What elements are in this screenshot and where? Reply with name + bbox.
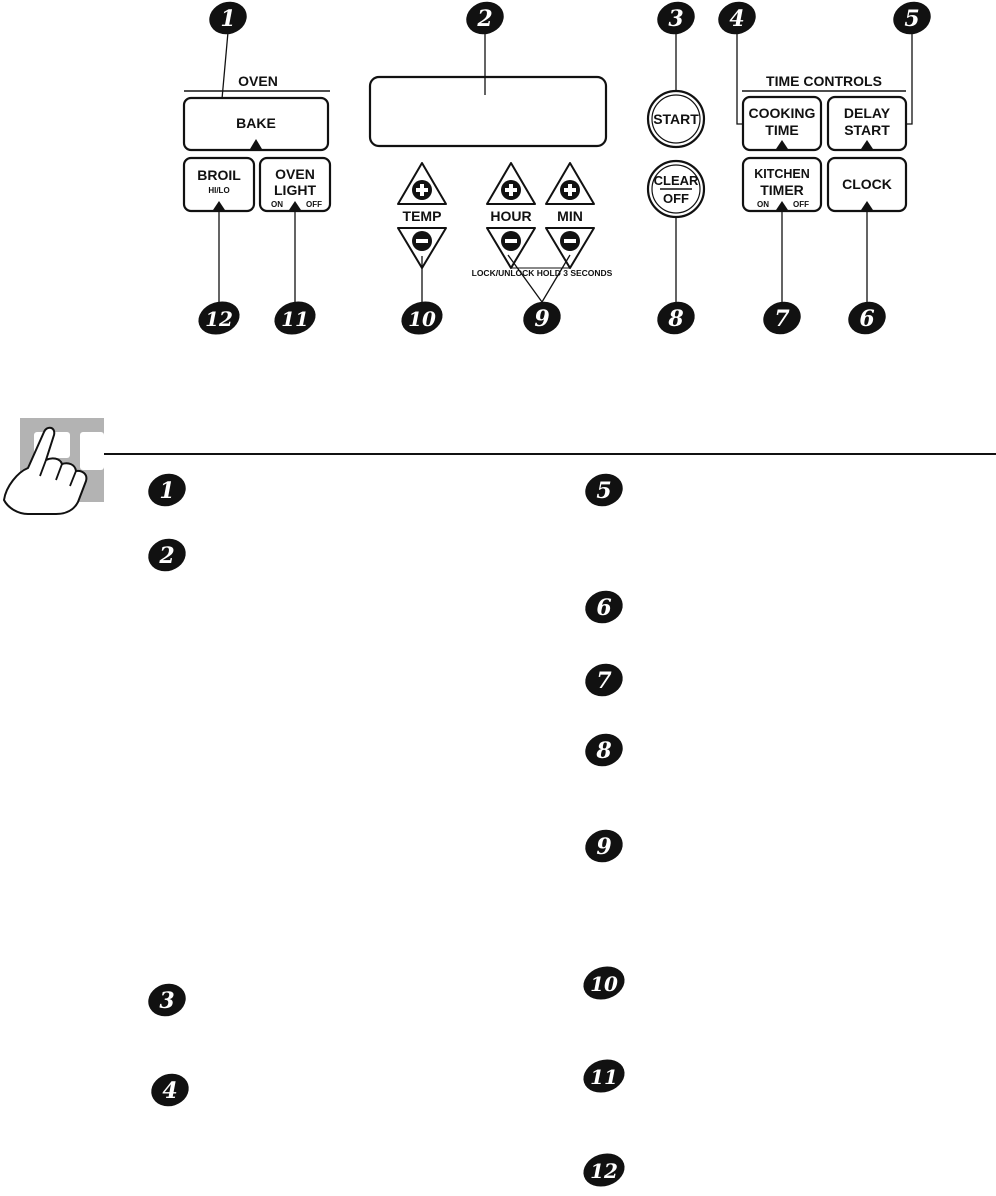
list-callout-3: 3 bbox=[148, 983, 186, 1017]
bake-button[interactable]: BAKE bbox=[182, 96, 330, 152]
callout-9: 9 bbox=[523, 301, 561, 335]
callout-5: 5 bbox=[893, 1, 931, 35]
leader-lines bbox=[218, 31, 913, 303]
display-window bbox=[368, 75, 608, 148]
minus-icon bbox=[501, 231, 521, 251]
svg-text:11: 11 bbox=[281, 307, 309, 331]
list-callout-1: 1 bbox=[148, 473, 186, 507]
svg-text:9: 9 bbox=[596, 834, 611, 860]
temp-down-button[interactable] bbox=[397, 227, 447, 269]
list-callout-12: 12 bbox=[583, 1153, 625, 1187]
list-callout-8: 8 bbox=[585, 733, 623, 767]
off-label: OFF bbox=[663, 191, 689, 206]
svg-text:8: 8 bbox=[595, 738, 611, 764]
hour-up-button[interactable] bbox=[486, 162, 536, 205]
delay-start-label-1: DELAY bbox=[844, 105, 891, 121]
clear-off-button[interactable]: CLEAR OFF bbox=[646, 159, 706, 219]
bake-label: BAKE bbox=[236, 115, 276, 131]
kitchen-timer-on: ON bbox=[757, 200, 769, 209]
svg-text:2: 2 bbox=[158, 543, 174, 569]
plus-icon bbox=[412, 180, 432, 200]
min-up-button[interactable] bbox=[545, 162, 595, 205]
callout-3: 3 bbox=[657, 1, 695, 35]
callout-10: 10 bbox=[401, 301, 443, 335]
svg-text:8: 8 bbox=[667, 306, 683, 332]
oven-light-button[interactable]: OVEN LIGHT ON OFF bbox=[258, 156, 332, 213]
list-callout-6: 6 bbox=[585, 590, 623, 624]
cooking-time-label-2: TIME bbox=[765, 122, 798, 138]
broil-button[interactable]: BROIL HI/LO bbox=[182, 156, 256, 213]
min-label: MIN bbox=[557, 208, 583, 224]
callout-4: 4 bbox=[718, 1, 756, 35]
svg-text:5: 5 bbox=[904, 6, 919, 32]
svg-text:4: 4 bbox=[162, 1078, 177, 1104]
kitchen-timer-label-2: TIMER bbox=[760, 182, 804, 198]
hour-down-button[interactable] bbox=[486, 227, 536, 269]
oven-light-label-1: OVEN bbox=[275, 166, 315, 182]
list-callout-7: 7 bbox=[585, 663, 623, 697]
temp-label: TEMP bbox=[403, 208, 442, 224]
oven-header: OVEN bbox=[238, 73, 278, 89]
svg-text:12: 12 bbox=[590, 1159, 618, 1183]
lock-note: LOCK/UNLOCK HOLD 3 SECONDS bbox=[472, 268, 613, 278]
svg-text:6: 6 bbox=[859, 306, 874, 332]
list-callout-11: 11 bbox=[583, 1059, 625, 1093]
minus-icon bbox=[412, 231, 432, 251]
list-callout-4: 4 bbox=[151, 1073, 189, 1107]
min-down-button[interactable] bbox=[545, 227, 595, 269]
delay-start-label-2: START bbox=[844, 122, 890, 138]
list-callout-10: 10 bbox=[583, 966, 625, 1000]
callout-2: 2 bbox=[466, 1, 504, 35]
callout-8: 8 bbox=[657, 301, 695, 335]
broil-label: BROIL bbox=[197, 167, 241, 183]
time-controls-header: TIME CONTROLS bbox=[766, 73, 882, 89]
delay-start-button[interactable]: DELAY START bbox=[826, 95, 908, 152]
start-button[interactable]: START bbox=[646, 89, 706, 149]
svg-text:7: 7 bbox=[774, 306, 790, 332]
cooking-time-label-1: COOKING bbox=[749, 105, 816, 121]
svg-text:6: 6 bbox=[596, 595, 611, 621]
svg-text:4: 4 bbox=[729, 6, 744, 32]
callout-1: 1 bbox=[209, 1, 247, 35]
broil-sublabel: HI/LO bbox=[208, 186, 229, 195]
clock-label: CLOCK bbox=[842, 176, 892, 192]
pointing-hand-icon bbox=[3, 418, 104, 515]
svg-text:1: 1 bbox=[220, 6, 235, 32]
kitchen-timer-off: OFF bbox=[793, 200, 809, 209]
svg-text:7: 7 bbox=[596, 668, 612, 694]
clock-button[interactable]: CLOCK bbox=[826, 156, 908, 213]
callout-6: 6 bbox=[848, 301, 886, 335]
kitchen-timer-label-1: KITCHEN bbox=[754, 167, 810, 181]
list-callout-9: 9 bbox=[585, 829, 623, 863]
callout-7: 7 bbox=[763, 301, 801, 335]
callout-12: 12 bbox=[198, 301, 240, 335]
svg-text:9: 9 bbox=[534, 306, 549, 332]
svg-text:11: 11 bbox=[590, 1065, 618, 1089]
svg-text:5: 5 bbox=[596, 478, 611, 504]
plus-icon bbox=[501, 180, 521, 200]
list-callout-5: 5 bbox=[585, 473, 623, 507]
svg-text:2: 2 bbox=[476, 6, 492, 32]
kitchen-timer-button[interactable]: KITCHEN TIMER ON OFF bbox=[741, 156, 823, 213]
svg-text:3: 3 bbox=[159, 988, 174, 1014]
svg-text:10: 10 bbox=[408, 307, 436, 331]
svg-text:12: 12 bbox=[205, 307, 233, 331]
temp-up-button[interactable] bbox=[397, 162, 447, 205]
start-label: START bbox=[653, 111, 699, 127]
plus-icon bbox=[560, 180, 580, 200]
oven-light-off: OFF bbox=[306, 200, 322, 209]
cooking-time-button[interactable]: COOKING TIME bbox=[741, 95, 823, 152]
svg-text:10: 10 bbox=[590, 972, 618, 996]
minus-icon bbox=[560, 231, 580, 251]
oven-light-on: ON bbox=[271, 200, 283, 209]
hour-label: HOUR bbox=[490, 208, 531, 224]
callout-11: 11 bbox=[274, 301, 316, 335]
clear-label: CLEAR bbox=[654, 173, 699, 188]
oven-light-label-2: LIGHT bbox=[274, 182, 316, 198]
svg-text:3: 3 bbox=[668, 6, 683, 32]
list-callout-2: 2 bbox=[148, 538, 186, 572]
svg-text:1: 1 bbox=[159, 478, 174, 504]
